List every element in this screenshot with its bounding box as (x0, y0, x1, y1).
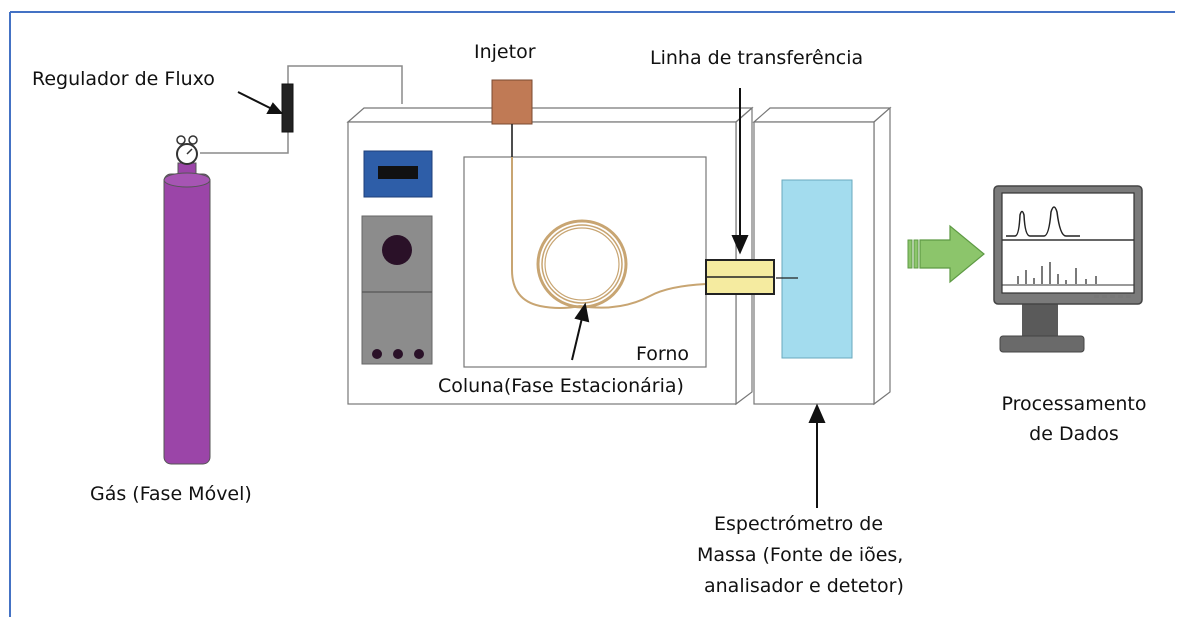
mass-spectrometer (752, 106, 892, 406)
ms-label-line3: analisador e detetor) (704, 575, 904, 597)
frame (9, 11, 1175, 617)
gas-cylinder (163, 162, 211, 465)
oven-label: Forno (636, 343, 689, 365)
processing-label-line1: Processamento (1001, 393, 1146, 415)
control-knob (382, 235, 412, 265)
computer-monitor-icon (993, 185, 1143, 353)
injector (491, 79, 533, 157)
flow-regulator (281, 83, 294, 133)
gas-tubing (200, 65, 403, 154)
transfer-line (705, 259, 775, 295)
ms-label-line2: Massa (Fonte de iões, (697, 544, 903, 566)
capillary-column (511, 157, 707, 309)
processing-label-line2: de Dados (1029, 423, 1119, 445)
ms-label-line1: Espectrómetro de (714, 513, 883, 535)
ms-chamber (781, 179, 853, 359)
column-label: Coluna(Fase Estacionária) (438, 375, 684, 397)
injector-label: Injetor (474, 41, 536, 63)
transfer-line-label: Linha de transferência (650, 47, 863, 69)
green-right-arrow-icon (907, 224, 985, 284)
pressure-gauge-icon (176, 135, 198, 165)
gas-label: Gás (Fase Móvel) (90, 483, 252, 505)
regulator-label: Regulador de Fluxo (32, 68, 215, 90)
control-panel (361, 150, 433, 365)
oven-chamber (463, 156, 707, 368)
pointer-arrows (237, 88, 826, 508)
